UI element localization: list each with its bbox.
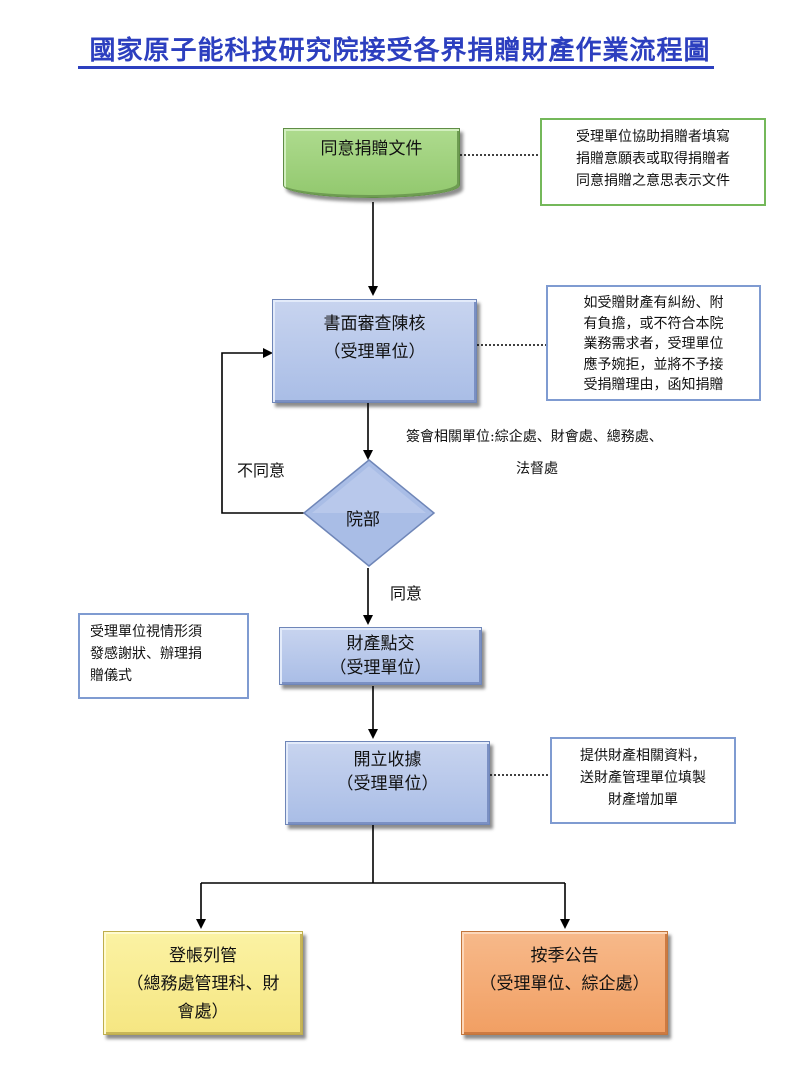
register-node: 登帳列管 （總務處管理科、財 會處） [103,931,303,1035]
page-title: 國家原子能科技研究院接受各界捐贈財產作業流程圖 [89,36,711,66]
receipt-node: 開立收據 （受理單位） [285,741,490,825]
register-unit-1: （總務處管理科、財 [126,974,280,994]
consent-note-line-2: 捐贈意願表或取得捐贈者 [576,151,730,167]
handover-unit: （受理單位） [329,658,432,678]
disagree-label: 不同意 [237,461,286,480]
review-node: 書面審查陳核 （受理單位） [272,299,477,403]
review-note-line-2: 有負擔，或不符合本院 [583,315,724,332]
handover-title: 財產點交 [346,634,415,654]
review-note: 如受贈財產有糾紛、附 有負擔，或不符合本院 業務需求者，受理單位 應予婉拒，並將… [546,285,761,401]
receipt-title: 開立收據 [353,750,422,770]
announce-title: 按季公告 [530,946,599,966]
decision-label: 院部 [346,510,380,530]
handover-note: 受理單位視情形須 發感謝狀、辦理捐 贈儀式 [78,613,249,699]
register-title: 登帳列管 [169,946,237,966]
handover-note-line-3: 贈儀式 [90,668,132,684]
review-note-line-4: 應予婉拒，並將不予接 [583,356,724,373]
handover-note-line-2: 發感謝狀、辦理捐 [90,646,202,662]
review-title: 書面審查陳核 [323,314,426,334]
announce-unit: （受理單位、綜企處） [479,974,650,994]
review-note-line-3: 業務需求者，受理單位 [583,336,724,352]
receipt-note-line-1: 提供財產相關資料， [580,748,706,764]
receipt-unit: （受理單位） [336,774,439,794]
consent-note-line-3: 同意捐贈之意思表示文件 [576,173,730,189]
agree-label: 同意 [390,584,423,603]
register-unit-2: 會處） [177,1002,229,1022]
receipt-note-line-2: 送財產管理單位填製 [580,770,706,786]
receipt-note-line-3: 財產增加單 [608,792,678,808]
cosign-label-cont: 法督處 [516,461,558,477]
title-underline [78,66,714,69]
announce-node: 按季公告 （受理單位、綜企處） [461,931,668,1035]
receipt-note: 提供財產相關資料， 送財產管理單位填製 財產增加單 [550,737,736,824]
arrow-disagree-loop [221,348,304,514]
review-note-line-1: 如受贈財產有糾紛、附 [583,295,724,311]
review-unit: （受理單位） [323,342,426,362]
cosign-label: 簽會相關單位:綜企處、財會處、總務處、 [406,429,663,445]
review-note-line-5: 受捐贈理由，函知捐贈 [583,377,724,393]
consent-document-label: 同意捐贈文件 [320,139,423,159]
handover-node: 財產點交 （受理單位） [279,627,482,685]
consent-document-node: 同意捐贈文件 [283,128,460,198]
consent-note-line-1: 受理單位協助捐贈者填寫 [576,129,730,145]
handover-note-line-1: 受理單位視情形須 [90,624,202,640]
consent-note: 受理單位協助捐贈者填寫 捐贈意願表或取得捐贈者 同意捐贈之意思表示文件 [540,118,766,206]
